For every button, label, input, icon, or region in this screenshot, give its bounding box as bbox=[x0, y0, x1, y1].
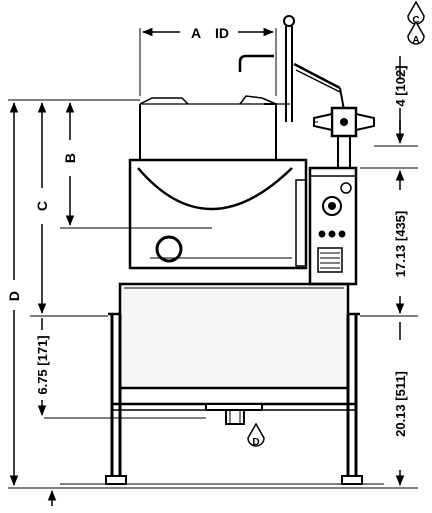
svg-text:D: D bbox=[252, 437, 259, 448]
control-console bbox=[308, 166, 358, 286]
dim-right-mid-label: 17.13 [435] bbox=[393, 211, 408, 278]
dim-right-top-label: 4 [102] bbox=[393, 65, 408, 106]
drain-outlet bbox=[205, 403, 263, 425]
callout-a: A bbox=[407, 20, 425, 46]
dim-d-label: D bbox=[6, 291, 22, 301]
dim-b-label: B bbox=[62, 153, 78, 163]
dim-id-label: ID bbox=[215, 25, 229, 41]
pivot-arm bbox=[283, 15, 295, 122]
callout-d: D bbox=[247, 422, 265, 448]
stand-frame bbox=[60, 282, 384, 485]
faucet-spout bbox=[238, 54, 345, 111]
svg-text:A: A bbox=[412, 35, 419, 46]
kettle-body bbox=[128, 95, 308, 270]
dim-left-low-label: 6.75 [171] bbox=[35, 335, 50, 394]
dim-c-label: C bbox=[34, 201, 50, 211]
faucet-head bbox=[313, 106, 375, 168]
dim-a-label: A bbox=[191, 25, 201, 41]
dim-right-low-label: 20.13 [511] bbox=[393, 371, 408, 437]
